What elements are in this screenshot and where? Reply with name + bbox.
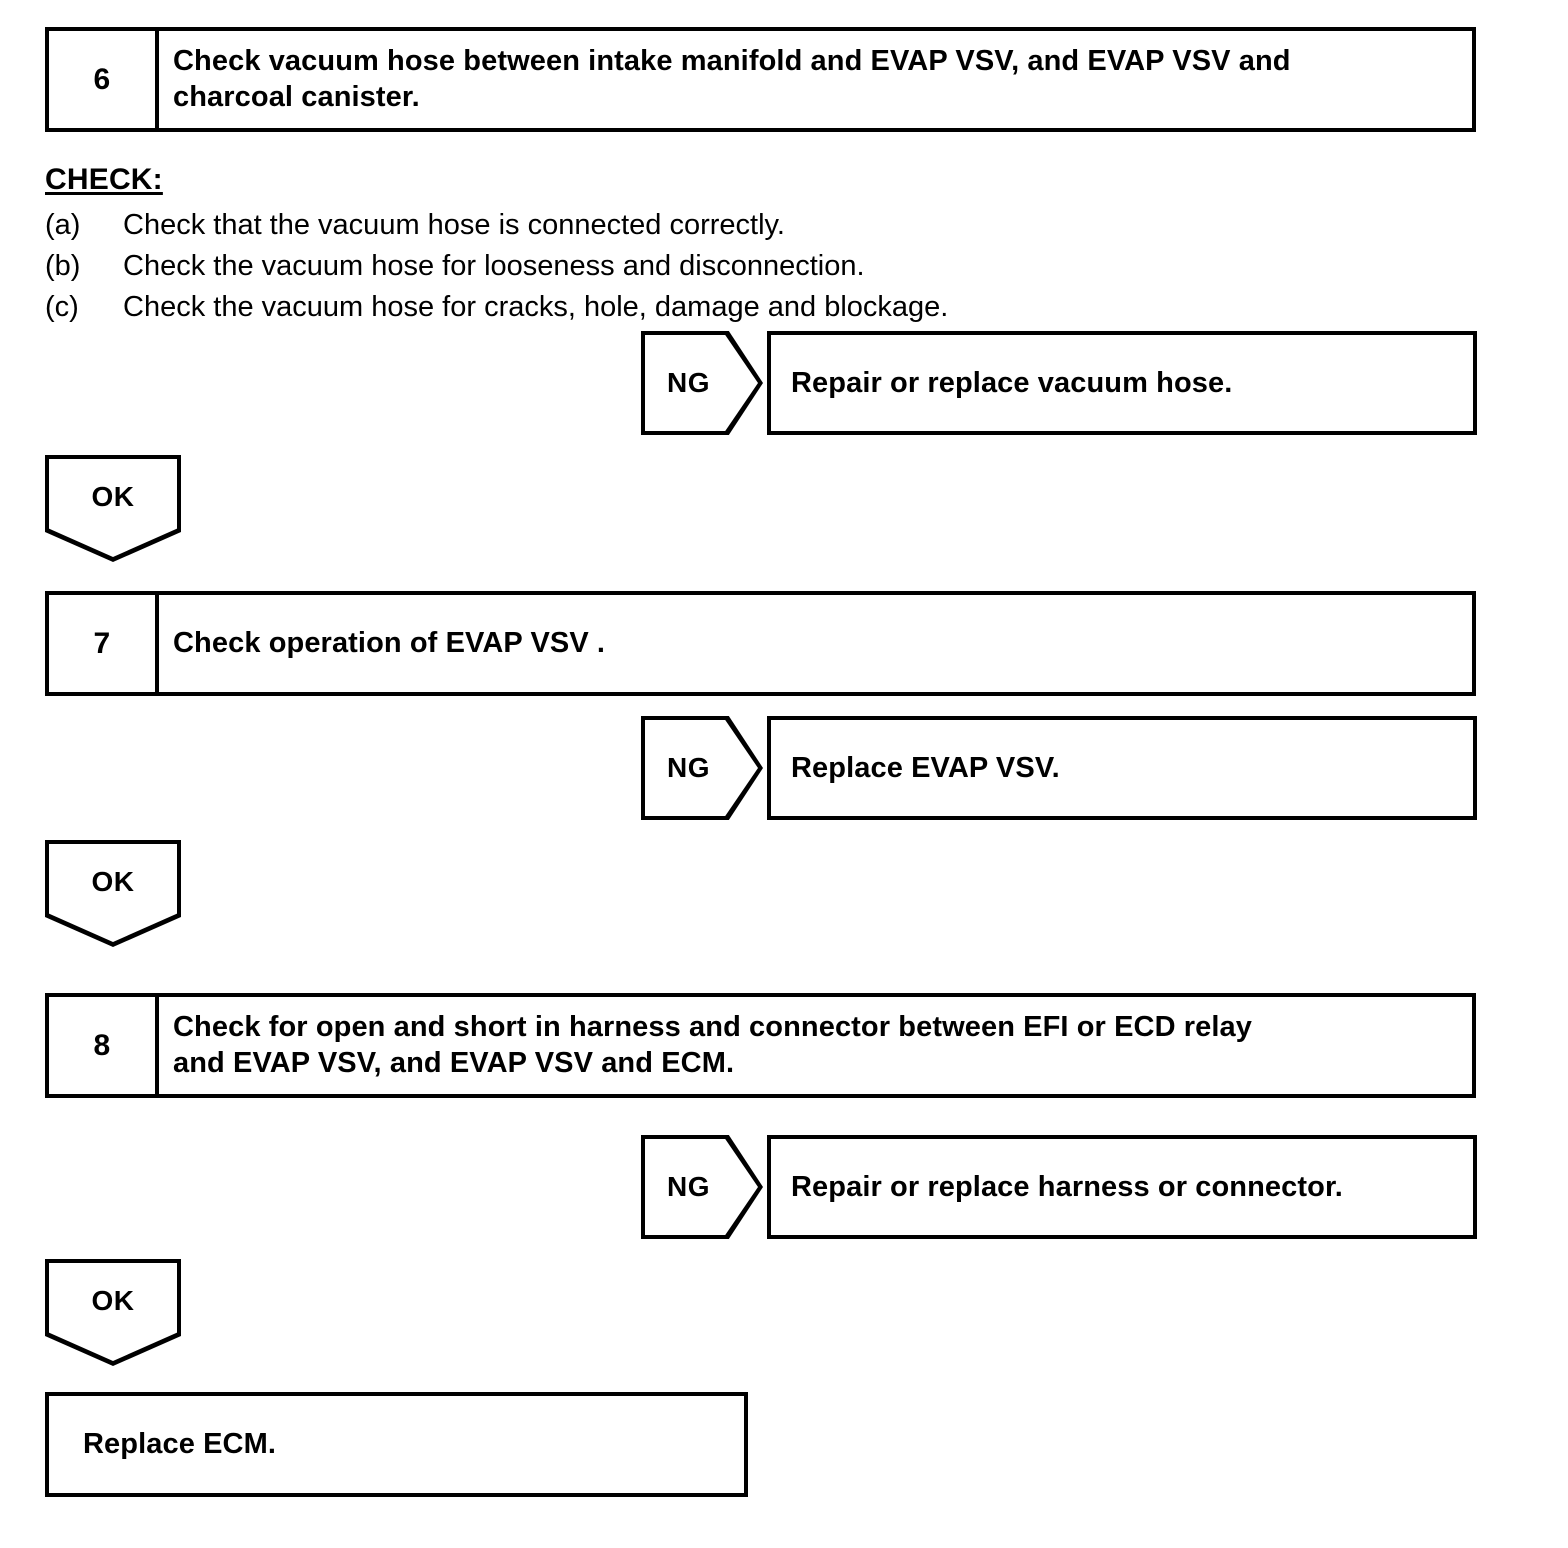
ng-result-text-1: Repair or replace vacuum hose.: [791, 366, 1233, 399]
check-item-marker-a: (a): [45, 209, 81, 241]
check-section-title: CHECK:: [45, 163, 163, 196]
ng-arrow-2: NG: [641, 716, 763, 820]
ng-label-2: NG: [667, 752, 710, 783]
ok-label-2: OK: [91, 866, 135, 897]
ok-label-3: OK: [91, 1285, 135, 1316]
check-section: CHECK: (a) Check that the vacuum hose is…: [45, 163, 1145, 329]
ok-arrow-1: OK: [45, 455, 181, 562]
ng-result-box-2: Replace EVAP VSV.: [767, 716, 1477, 820]
final-action-box: Replace ECM.: [45, 1392, 748, 1497]
step-text-7: Check operation of EVAP VSV .: [159, 595, 1472, 692]
step-text-6: Check vacuum hose between intake manifol…: [159, 31, 1472, 128]
ok-arrow-3: OK: [45, 1259, 181, 1366]
check-item: (a) Check that the vacuum hose is connec…: [45, 206, 1145, 245]
step-8-line-2: and EVAP VSV, and EVAP VSV and ECM.: [173, 1046, 735, 1079]
check-item: (c) Check the vacuum hose for cracks, ho…: [45, 288, 1145, 327]
ng-result-text-3: Repair or replace harness or connector.: [791, 1170, 1343, 1203]
ng-label-1: NG: [667, 367, 710, 398]
ng-result-box-3: Repair or replace harness or connector.: [767, 1135, 1477, 1239]
ok-label-1: OK: [91, 481, 135, 512]
check-item-text-a: Check that the vacuum hose is connected …: [123, 209, 785, 241]
step-box-6: 6 Check vacuum hose between intake manif…: [45, 27, 1476, 132]
ng-arrow-3: NG: [641, 1135, 763, 1239]
ok-arrow-2: OK: [45, 840, 181, 947]
step-text-8: Check for open and short in harness and …: [159, 997, 1472, 1094]
step-number-6: 6: [49, 31, 159, 128]
check-item-marker-b: (b): [45, 250, 81, 283]
check-item-marker-c: (c): [45, 291, 79, 324]
step-8-line-1: Check for open and short in harness and …: [173, 1011, 1253, 1044]
step-6-line-2: charcoal canister.: [173, 80, 420, 113]
step-box-7: 7 Check operation of EVAP VSV .: [45, 591, 1476, 696]
ng-arrow-1: NG: [641, 331, 763, 435]
final-action-text: Replace ECM.: [83, 1428, 276, 1460]
check-item: (b) Check the vacuum hose for looseness …: [45, 247, 1145, 286]
ng-result-box-1: Repair or replace vacuum hose.: [767, 331, 1477, 435]
check-item-text-b: Check the vacuum hose for looseness and …: [123, 250, 865, 283]
check-item-text-c: Check the vacuum hose for cracks, hole, …: [123, 291, 949, 324]
ng-label-3: NG: [667, 1171, 710, 1202]
step-number-7: 7: [49, 595, 159, 692]
ng-result-text-2: Replace EVAP VSV.: [791, 751, 1060, 784]
step-6-line-1: Check vacuum hose between intake manifol…: [173, 45, 1291, 78]
step-box-8: 8 Check for open and short in harness an…: [45, 993, 1476, 1098]
step-number-8: 8: [49, 997, 159, 1094]
step-7-line-1: Check operation of EVAP VSV .: [173, 626, 606, 659]
